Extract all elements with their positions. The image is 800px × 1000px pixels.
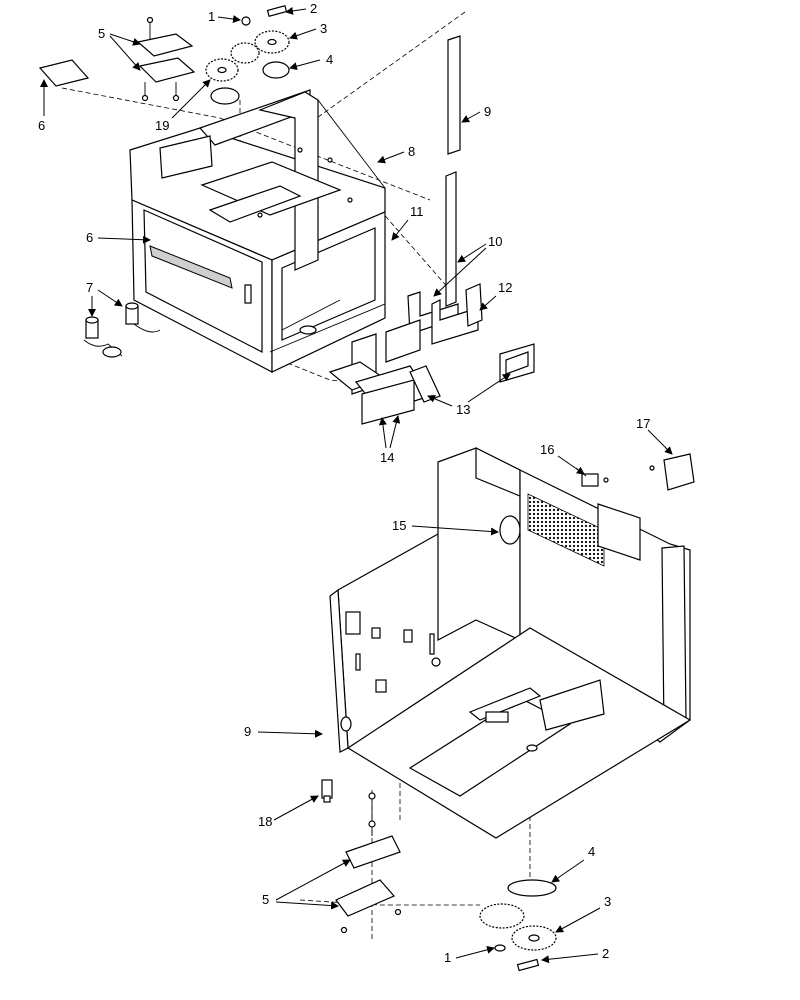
bracket-pair-bottom [335,792,402,934]
insulation-pad-top [38,59,90,87]
cover-plate [649,453,695,491]
callout-group-top: 1 2 3 4 5 6 19 9 8 6 11 10 7 [38,1,512,465]
callout-9-top: 9 [484,104,491,119]
callout-6-top: 6 [38,118,45,133]
callout-8: 8 [408,144,415,159]
callout-3-top: 3 [320,21,327,36]
callout-1-bottom: 1 [444,950,451,965]
latch-part [321,779,333,803]
callout-17: 17 [636,416,650,431]
callout-2-top: 2 [310,1,317,16]
callout-11: 11 [410,204,424,219]
callout-15: 15 [392,518,406,533]
callout-7: 7 [86,280,93,295]
callout-group-bottom: 16 17 15 9 18 4 5 3 1 2 [244,416,673,965]
callout-4-top: 4 [326,52,333,67]
upper-cabinet-assembly: 1 2 3 4 5 6 19 9 8 6 11 10 7 [38,1,535,465]
callout-6-mid: 6 [86,230,93,245]
side-channel-parts [328,171,535,425]
callout-13: 13 [456,402,470,417]
foot-assemblies [83,302,161,358]
callout-2-bottom: 2 [602,946,609,961]
callout-14: 14 [380,450,394,465]
vertical-strip [447,35,461,155]
bracket-pair-top [136,16,196,102]
callout-19: 19 [155,118,169,133]
lower-cabinet-assembly: 16 17 15 9 18 4 5 3 1 2 [244,416,695,972]
callout-18: 18 [258,814,272,829]
callout-12: 12 [498,280,512,295]
gear-set-bottom [479,879,557,972]
callout-3-bottom: 3 [604,894,611,909]
callout-5-bottom: 5 [262,892,269,907]
callout-16: 16 [540,442,554,457]
switch-component [575,467,609,487]
upper-cabinet-frame [129,89,386,373]
callout-1-top: 1 [208,9,215,24]
callout-10: 10 [488,234,502,249]
callout-9-bottom: 9 [244,724,251,739]
callout-5-top: 5 [98,26,105,41]
callout-4-bottom: 4 [588,844,595,859]
gear-set-top [205,5,290,105]
